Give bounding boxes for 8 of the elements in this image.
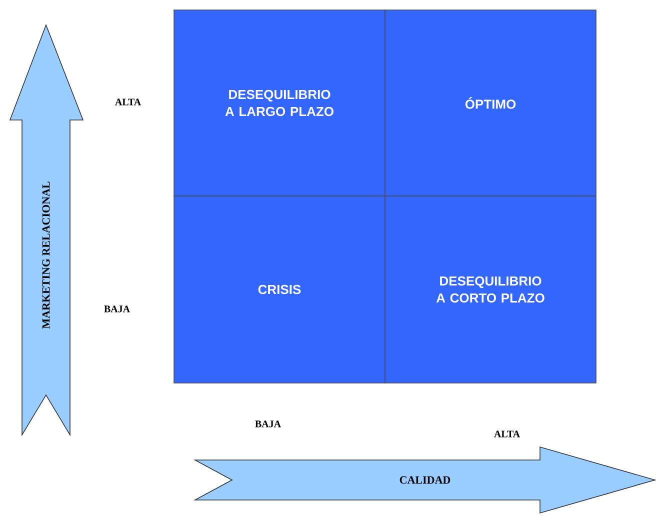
axis-level-label: BAJA: [255, 420, 281, 428]
axis-level-label: ALTA: [115, 98, 141, 106]
axis-level-label: BAJA: [104, 306, 130, 312]
axis-level-label: ALTA: [494, 430, 520, 438]
quadrant-box: CRISIS: [174, 196, 386, 384]
quadrant-box: DESEQUILIBRIO A LARGO PLAZO: [174, 10, 386, 196]
quadrant-box: DESEQUILIBRIO A CORTO PLAZO: [384, 196, 596, 384]
quadrant-box: ÓPTIMO: [384, 10, 596, 196]
